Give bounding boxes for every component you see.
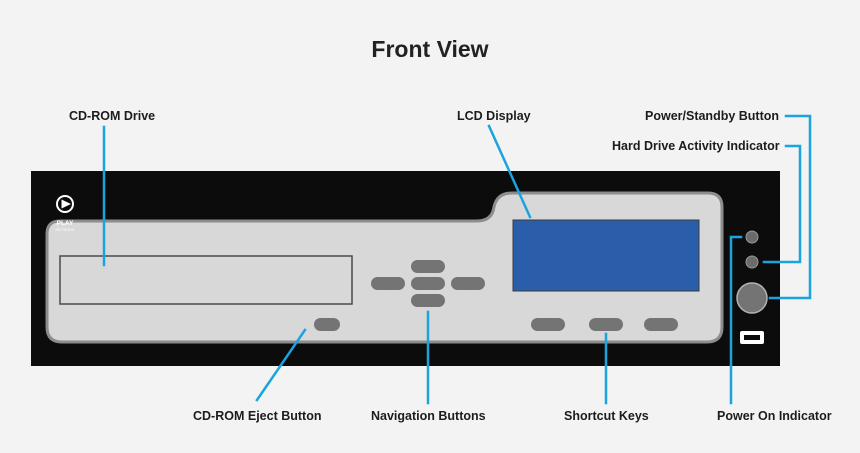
callout-hdd-activity xyxy=(762,144,802,264)
label-cdrom-eject-button: CD-ROM Eject Button xyxy=(193,409,322,423)
nav-center-button[interactable] xyxy=(411,277,445,290)
shortcut-key-1[interactable] xyxy=(531,318,565,331)
label-power-standby-button: Power/Standby Button xyxy=(645,109,780,123)
callout-power-standby xyxy=(768,114,812,300)
label-cdrom-drive: CD-ROM Drive xyxy=(69,109,156,123)
shortcut-key-3[interactable] xyxy=(644,318,678,331)
callout-lcd-display xyxy=(487,124,532,219)
play-network-logo-icon xyxy=(56,195,74,213)
lcd-display xyxy=(512,219,700,292)
cdrom-eject-button[interactable] xyxy=(314,318,340,331)
power-on-indicator xyxy=(745,230,759,244)
diagram-title: Front View xyxy=(371,36,489,62)
label-navigation-buttons: Navigation Buttons xyxy=(371,409,486,423)
logo-label: PLAY NETWORK xyxy=(54,220,76,234)
power-standby-button[interactable] xyxy=(736,282,768,314)
logo-name: PLAY xyxy=(56,220,74,227)
label-power-on-indicator: Power On Indicator xyxy=(717,409,832,423)
label-lcd-display: LCD Display xyxy=(457,109,531,123)
callout-power-on xyxy=(729,235,743,405)
cdrom-drive-slot xyxy=(59,255,353,305)
hdd-activity-indicator xyxy=(745,255,759,269)
label-shortcut-keys: Shortcut Keys xyxy=(564,409,649,423)
nav-right-button[interactable] xyxy=(451,277,485,290)
nav-down-button[interactable] xyxy=(411,294,445,307)
nav-up-button[interactable] xyxy=(411,260,445,273)
logo-sub: NETWORK xyxy=(55,228,75,232)
callout-cdrom-eject xyxy=(255,328,307,402)
callout-lines xyxy=(102,114,812,405)
label-hdd-activity-indicator: Hard Drive Activity Indicator xyxy=(612,139,780,153)
usb-port-icon xyxy=(740,331,764,344)
nav-left-button[interactable] xyxy=(371,277,405,290)
shortcut-key-2[interactable] xyxy=(589,318,623,331)
